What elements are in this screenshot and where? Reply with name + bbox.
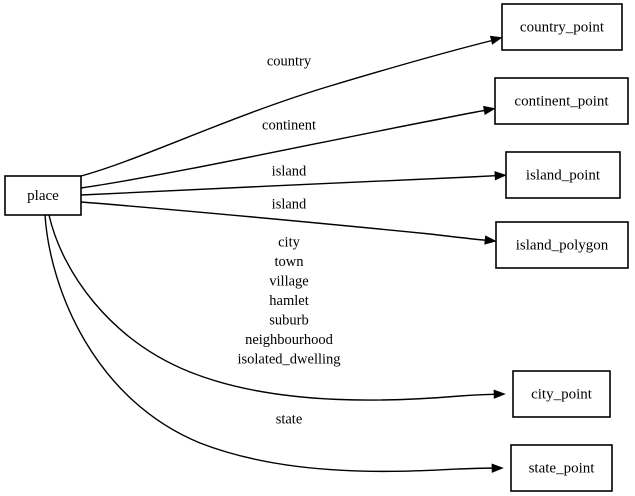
node-label: island_polygon (516, 237, 609, 253)
node-city_point[interactable]: city_point (512, 370, 611, 418)
edge-label-line: continent (262, 117, 316, 133)
edge-label-line: island (272, 196, 307, 212)
arrowhead-icon (491, 463, 504, 473)
edge-label-state_point: state (276, 411, 303, 427)
edge-label-line: country (267, 53, 312, 69)
node-continent_point[interactable]: continent_point (494, 77, 629, 125)
node-place[interactable]: place (4, 175, 82, 216)
edge-label-line: city (278, 234, 300, 250)
edge-place-to-city_point (48, 214, 506, 401)
edge-place-to-state_point (44, 214, 504, 473)
edge-labels-layer: country continent island island city town vill… (237, 53, 340, 427)
arrowhead-icon (483, 105, 496, 116)
node-box[interactable] (505, 151, 621, 199)
node-box[interactable] (495, 221, 629, 269)
node-label: country_point (520, 19, 605, 35)
arrowhead-icon (493, 389, 506, 399)
node-state_point[interactable]: state_point (510, 444, 613, 492)
node-label: city_point (531, 386, 593, 402)
node-box[interactable] (501, 3, 623, 51)
edge-place-to-continent_point (80, 105, 496, 189)
node-country_point[interactable]: country_point (501, 3, 623, 51)
edge-label-line: hamlet (269, 293, 308, 309)
node-label: continent_point (514, 93, 609, 109)
edge-label-island_point: island (272, 163, 307, 179)
edge-line (80, 109, 488, 189)
node-box[interactable] (494, 77, 629, 125)
edges-layer (44, 35, 507, 473)
edge-label-line: village (269, 273, 308, 289)
edge-line (48, 214, 498, 401)
edge-label-country_point: country (267, 53, 312, 69)
arrowhead-icon (489, 35, 503, 45)
edge-label-line: town (275, 254, 305, 270)
edge-line (80, 201, 489, 242)
node-label: state_point (529, 460, 596, 476)
edge-label-island_polygon: island (272, 196, 307, 212)
node-label: place (27, 188, 59, 204)
edge-line (44, 214, 496, 473)
edge-label-line: island (272, 163, 307, 179)
edge-place-to-island_point (80, 171, 507, 196)
edge-label-line: suburb (269, 312, 308, 328)
edge-place-to-island_polygon (80, 201, 497, 245)
node-box[interactable] (510, 444, 613, 492)
edge-place-to-country_point (80, 35, 503, 177)
edge-label-line: isolated_dwelling (237, 351, 340, 367)
node-island_point[interactable]: island_point (505, 151, 621, 199)
arrowhead-icon (494, 171, 507, 181)
node-label: island_point (526, 167, 601, 183)
node-box[interactable] (4, 175, 82, 216)
node-box[interactable] (512, 370, 611, 418)
arrowhead-icon (484, 235, 497, 245)
edge-label-city_point: city town village hamlet suburb neighbourhood… (237, 234, 340, 367)
edge-label-line: neighbourhood (245, 332, 334, 348)
edge-label-line: state (276, 411, 303, 427)
nodes-layer: place country_point continent_point island_… (4, 3, 629, 492)
edge-line (80, 174, 499, 196)
node-island_polygon[interactable]: island_polygon (495, 221, 629, 269)
edge-line (80, 39, 495, 177)
edge-label-continent_point: continent (262, 117, 316, 133)
